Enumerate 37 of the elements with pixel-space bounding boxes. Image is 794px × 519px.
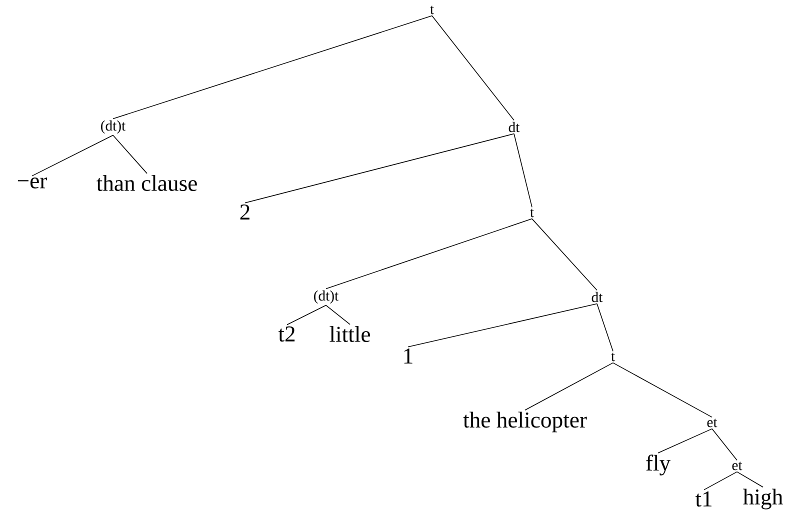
tree-branch	[532, 218, 598, 291]
tree-branch	[244, 133, 514, 204]
word-label: t2	[278, 326, 295, 342]
tree-branch	[32, 134, 114, 176]
word-label: 1	[404, 348, 412, 364]
word-label: −er	[18, 178, 47, 188]
tree-branch	[112, 15, 432, 120]
word-label: little	[330, 326, 370, 342]
word-label: than clause	[96, 175, 197, 191]
tree-branch	[408, 303, 598, 348]
tree-branch	[326, 304, 350, 325]
category-label: t	[611, 352, 615, 362]
word-label: the helicopter	[463, 412, 587, 432]
tree-branch	[514, 133, 532, 208]
tree-branch	[736, 471, 764, 488]
tree-branch	[524, 362, 614, 411]
word-label: 2	[240, 204, 250, 220]
category-label: dt	[508, 122, 520, 132]
category-label: (dt)t	[314, 290, 339, 304]
tree-branch	[704, 471, 738, 490]
tree-branch	[112, 134, 148, 174]
category-label: t	[430, 6, 434, 14]
category-label: t	[530, 208, 534, 218]
category-label: et	[707, 418, 718, 428]
tree-branch	[286, 304, 326, 326]
tree-branch	[432, 15, 514, 121]
tree-branch	[612, 362, 712, 418]
tree-branch	[712, 428, 738, 461]
tree-branch	[596, 303, 614, 352]
category-label: (dt)t	[101, 120, 126, 134]
word-label: high	[743, 488, 783, 510]
word-label: t1	[695, 491, 712, 507]
tree-branch	[326, 218, 532, 290]
word-label: fly	[646, 454, 671, 476]
category-label: et	[732, 462, 742, 470]
category-label: dt	[592, 292, 603, 302]
tree-branch	[658, 428, 712, 454]
